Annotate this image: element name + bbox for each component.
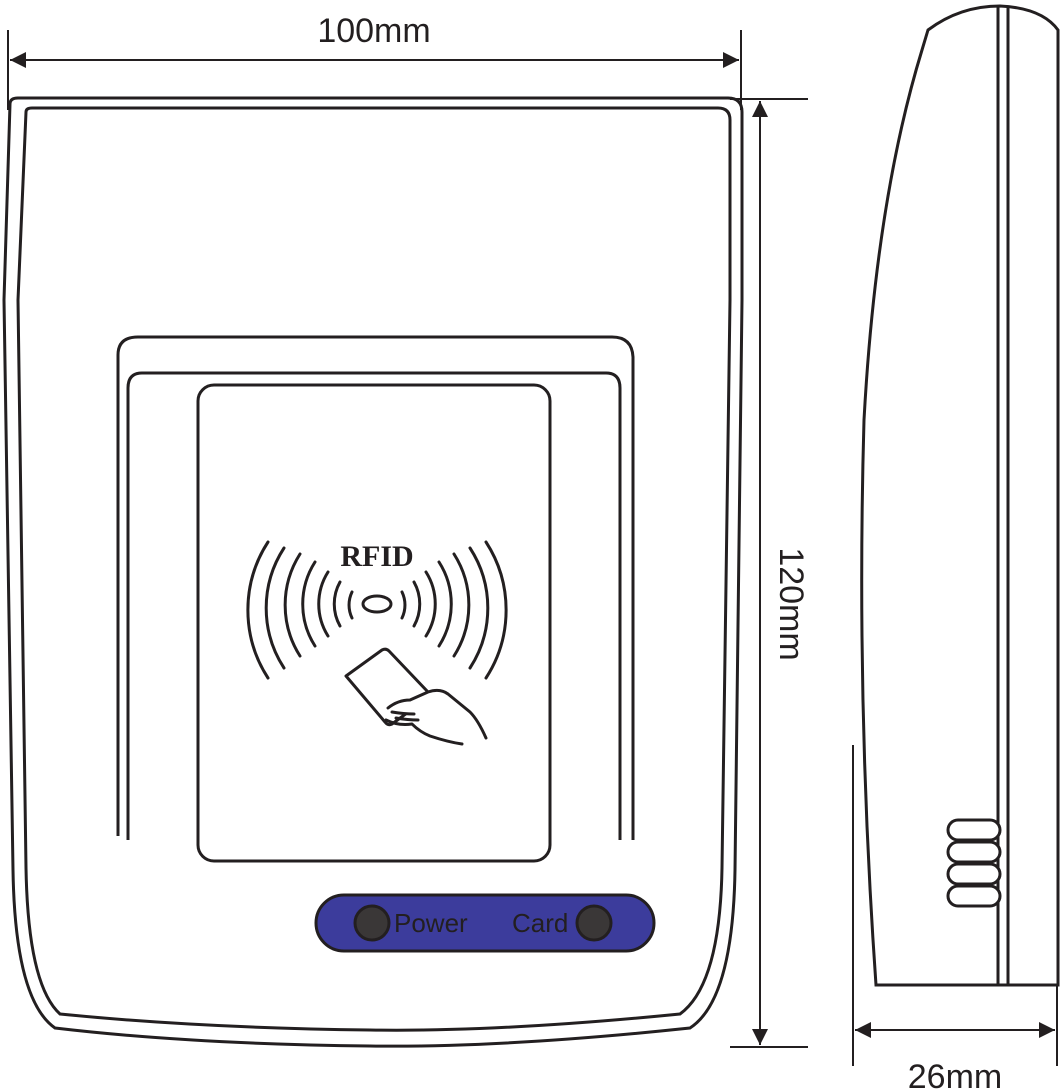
card-led-label: Card [512, 908, 568, 938]
rfid-logo-text: RFID [340, 540, 413, 573]
power-led [353, 904, 391, 942]
card-led [575, 904, 613, 942]
reader-front-view: RFID [2, 96, 744, 1048]
rfid-wave-icon [246, 540, 508, 680]
side-connector-slots [946, 818, 1002, 908]
indicator-panel-background [314, 893, 656, 953]
housing-inner [16, 106, 732, 1032]
depth-dimension: 26mm [852, 745, 1058, 1092]
hand-with-card-icon [344, 647, 488, 746]
power-led-label: Power [394, 908, 468, 938]
rfid-center-ellipse [361, 594, 393, 614]
window-frame-inner [126, 371, 622, 840]
depth-label: 26mm [908, 1058, 1002, 1092]
housing-outer [2, 96, 744, 1048]
indicator-panel: Power Card [314, 893, 656, 953]
height-dimension: 120mm [730, 98, 810, 1048]
hand-shape [384, 688, 488, 746]
card-reading-area [196, 383, 552, 863]
height-label: 120mm [772, 547, 810, 660]
reader-side-view [860, 4, 1060, 987]
width-dimension: 100mm [7, 12, 742, 110]
side-profile-outer [860, 4, 1060, 987]
width-label: 100mm [317, 12, 430, 50]
window-frame-outer [116, 335, 635, 840]
